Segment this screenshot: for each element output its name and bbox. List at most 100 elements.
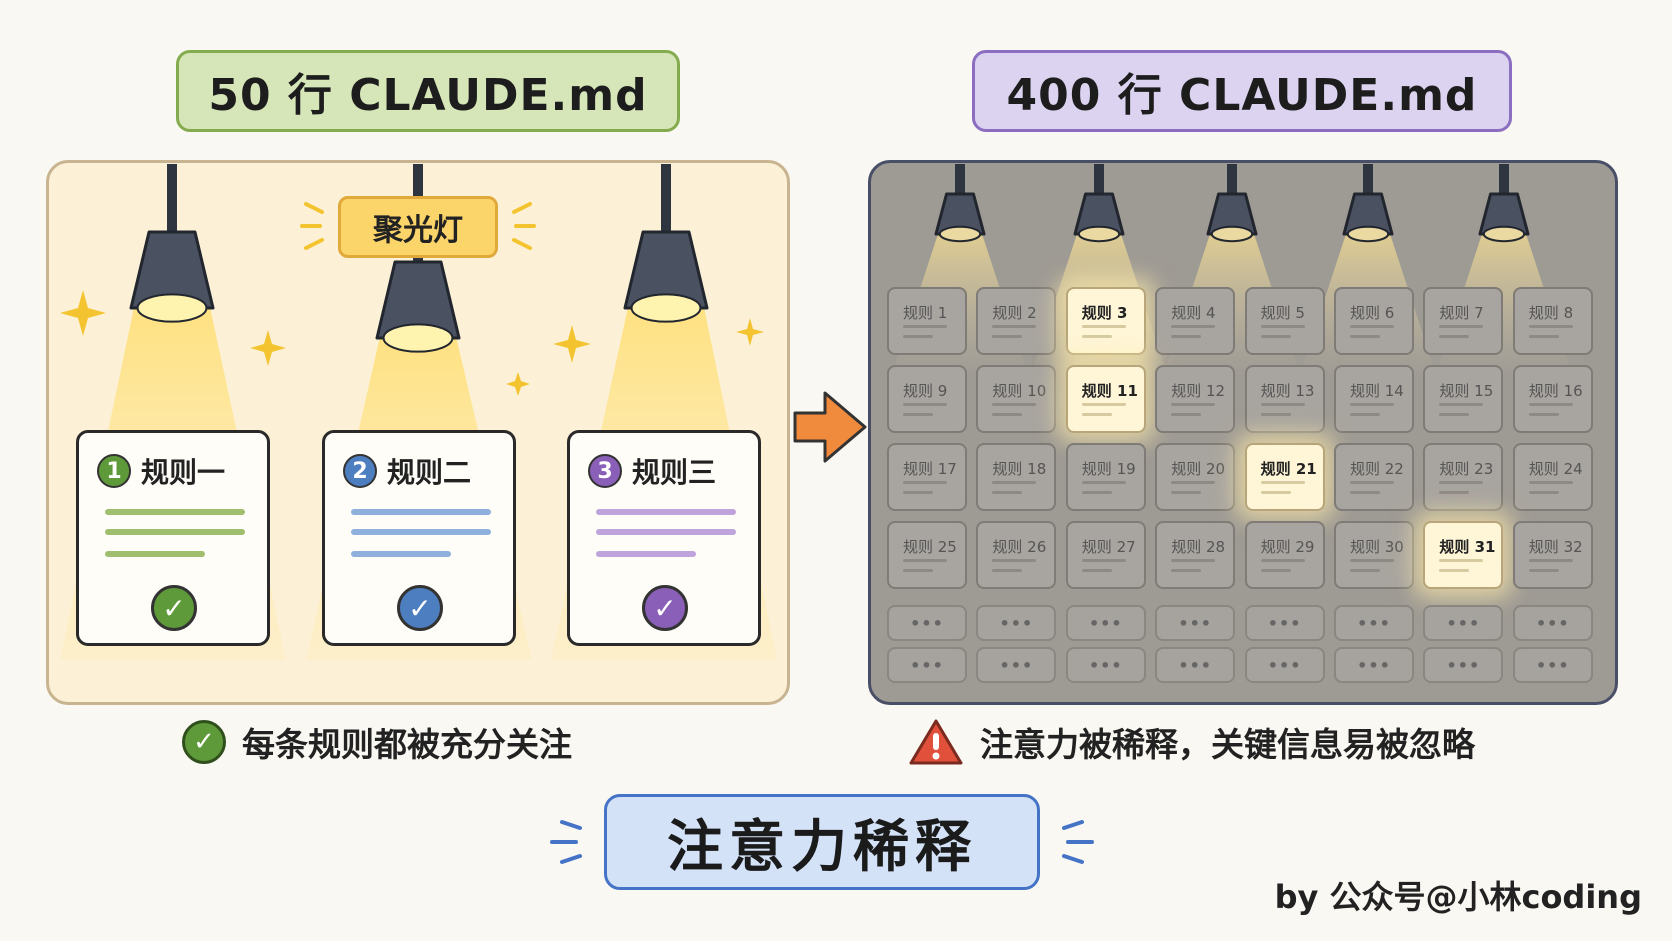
rule-grid-card: 规则 1 bbox=[887, 287, 967, 355]
text-line bbox=[1528, 403, 1573, 406]
text-line bbox=[903, 569, 933, 572]
text-line bbox=[1081, 325, 1126, 328]
rule-grid-label: 规则 11 bbox=[1081, 382, 1138, 400]
more-rules-placeholder: ••• bbox=[1512, 647, 1593, 683]
rule-grid-label: 规则 6 bbox=[1350, 304, 1395, 322]
text-line bbox=[1439, 325, 1484, 328]
pendant-lamp-icon bbox=[375, 260, 461, 340]
rule-grid-label: 规则 27 bbox=[1081, 538, 1136, 556]
rule-grid-label: 规则 16 bbox=[1528, 382, 1583, 400]
rule-grid-card: 规则 9 bbox=[887, 365, 967, 433]
left-caption: ✓ 每条规则都被充分关注 bbox=[182, 718, 572, 766]
text-line bbox=[992, 335, 1023, 338]
rule-grid-card: 规则 7 bbox=[1423, 287, 1504, 355]
more-rules-placeholder: ••• bbox=[1423, 647, 1504, 683]
rule-grid-label: 规则 15 bbox=[1439, 382, 1494, 400]
rule-grid-card: 规则 5 bbox=[1244, 287, 1325, 355]
more-rules-placeholder: ••• bbox=[1512, 605, 1593, 641]
left-caption-text: 每条规则都被充分关注 bbox=[242, 725, 572, 764]
rule-grid-label: 规则 7 bbox=[1439, 304, 1484, 322]
more-rules-placeholder: ••• bbox=[1065, 605, 1146, 641]
text-line bbox=[903, 325, 947, 328]
rule-grid-card: 规则 28 bbox=[1155, 521, 1236, 589]
text-line bbox=[596, 551, 696, 557]
rule-grid-label: 规则 13 bbox=[1260, 382, 1315, 400]
text-line bbox=[1439, 481, 1484, 484]
rule-grid-card: 规则 21 bbox=[1244, 443, 1325, 511]
text-line bbox=[1081, 559, 1126, 562]
more-rules-placeholder: ••• bbox=[887, 647, 967, 683]
text-line bbox=[992, 481, 1037, 484]
text-line bbox=[992, 413, 1023, 416]
rule-grid-label: 规则 29 bbox=[1260, 538, 1315, 556]
rule-grid-label: 规则 32 bbox=[1528, 538, 1583, 556]
rule-grid-card: 规则 12 bbox=[1155, 365, 1236, 433]
rule-grid-card: 规则 4 bbox=[1155, 287, 1236, 355]
rule-grid-card: 规则 24 bbox=[1512, 443, 1593, 511]
text-line bbox=[1350, 413, 1380, 416]
sparkle-icon bbox=[506, 372, 530, 396]
author-credit: by 公众号@小林coding bbox=[1274, 878, 1642, 916]
text-line bbox=[1171, 325, 1216, 328]
text-line bbox=[992, 491, 1023, 494]
text-line bbox=[1528, 335, 1559, 338]
text-line bbox=[1081, 335, 1112, 338]
text-line bbox=[1081, 403, 1126, 406]
text-line bbox=[1260, 569, 1291, 572]
text-line bbox=[1081, 491, 1112, 494]
rule-grid-label: 规则 9 bbox=[903, 382, 948, 400]
text-line bbox=[1528, 559, 1573, 562]
text-line bbox=[1260, 481, 1305, 484]
rule-grid-card: 规则 11 bbox=[1065, 365, 1146, 433]
rule-grid-label: 规则 24 bbox=[1528, 460, 1583, 478]
rule-grid-card: 规则 20 bbox=[1155, 443, 1236, 511]
more-rules-placeholder: ••• bbox=[1334, 647, 1414, 683]
spotlight-tag: 聚光灯 bbox=[338, 196, 498, 258]
rule-grid-card: 规则 26 bbox=[976, 521, 1057, 589]
more-rules-placeholder: ••• bbox=[976, 647, 1057, 683]
rule-grid-card: 规则 6 bbox=[1334, 287, 1414, 355]
text-line bbox=[1350, 491, 1380, 494]
rule-grid-label: 规则 20 bbox=[1171, 460, 1226, 478]
text-line bbox=[992, 403, 1037, 406]
rule-grid-card: 规则 16 bbox=[1512, 365, 1593, 433]
pendant-lamp-icon bbox=[1073, 192, 1125, 236]
check-circle-icon: ✓ bbox=[642, 585, 688, 631]
more-rules-placeholder: ••• bbox=[1155, 647, 1236, 683]
text-line bbox=[1171, 481, 1216, 484]
rule-grid-card: 规则 14 bbox=[1334, 365, 1414, 433]
text-line bbox=[1439, 491, 1470, 494]
text-line bbox=[1171, 403, 1216, 406]
text-line bbox=[1171, 559, 1216, 562]
sparkle-icon bbox=[250, 330, 286, 366]
rule-grid-card: 规则 13 bbox=[1244, 365, 1325, 433]
more-rules-placeholder: ••• bbox=[976, 605, 1057, 641]
pendant-lamp-icon bbox=[934, 192, 986, 236]
rule-grid-card: 规则 8 bbox=[1512, 287, 1593, 355]
rule-label: 规则二 bbox=[387, 456, 472, 489]
rule-grid-label: 规则 4 bbox=[1171, 304, 1216, 322]
rule-grid-label: 规则 2 bbox=[992, 304, 1037, 322]
text-line bbox=[903, 491, 933, 494]
rule-grid-card: 规则 30 bbox=[1334, 521, 1414, 589]
text-line bbox=[1439, 569, 1470, 572]
rule-grid-label: 规则 25 bbox=[903, 538, 957, 556]
more-rules-placeholder: ••• bbox=[1155, 605, 1236, 641]
rule-grid-card: 规则 29 bbox=[1244, 521, 1325, 589]
rule-label: 规则一 bbox=[141, 456, 226, 489]
text-line bbox=[1171, 335, 1202, 338]
text-line bbox=[351, 551, 451, 557]
text-line bbox=[105, 529, 245, 535]
pendant-lamp-icon bbox=[1478, 192, 1530, 236]
rule-grid-label: 规则 12 bbox=[1171, 382, 1226, 400]
text-line bbox=[903, 481, 947, 484]
more-rules-placeholder: ••• bbox=[1065, 647, 1146, 683]
text-line bbox=[1260, 403, 1305, 406]
sparkle-icon bbox=[553, 325, 591, 363]
text-line bbox=[351, 529, 491, 535]
